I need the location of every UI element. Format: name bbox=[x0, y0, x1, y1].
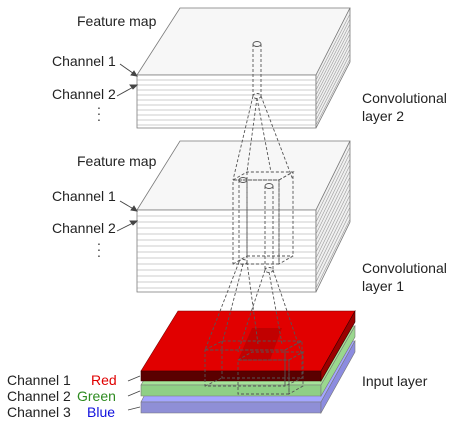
top-channel-1-label: Channel 1 bbox=[52, 53, 116, 69]
input-channel-3-color: Blue bbox=[87, 404, 116, 420]
middle-channel-1-label: Channel 1 bbox=[52, 188, 116, 204]
top-feature-map-label: Feature map bbox=[77, 13, 157, 29]
conv-layer-2-block bbox=[136, 7, 351, 129]
input-layer-label: Input layer bbox=[362, 373, 428, 389]
top-layer-label-line1: Convolutional bbox=[362, 90, 447, 106]
middle-feature-map-label: Feature map bbox=[77, 153, 157, 169]
channel-pointer-lines bbox=[116, 63, 141, 411]
input-channel-1-label: Channel 1 bbox=[7, 372, 71, 388]
middle-layer-label-line1: Convolutional bbox=[362, 260, 447, 276]
middle-ellipsis: ··· bbox=[96, 235, 102, 263]
top-channel-2-label: Channel 2 bbox=[52, 86, 116, 102]
top-ellipsis: ··· bbox=[96, 99, 102, 127]
middle-layer-label-line2: layer 1 bbox=[362, 278, 405, 294]
input-channel-2-color: Green bbox=[77, 388, 116, 404]
input-channel-1-color: Red bbox=[91, 372, 117, 388]
middle-channel-2-label: Channel 2 bbox=[52, 220, 116, 236]
receptive-field-lines bbox=[204, 41, 305, 395]
conv-layer-1-block bbox=[136, 140, 351, 293]
input-channel-3-label: Channel 3 bbox=[7, 404, 71, 420]
input-layer-block bbox=[140, 309, 356, 415]
top-layer-label-line2: layer 2 bbox=[362, 108, 405, 124]
input-channel-2-label: Channel 2 bbox=[7, 388, 71, 404]
